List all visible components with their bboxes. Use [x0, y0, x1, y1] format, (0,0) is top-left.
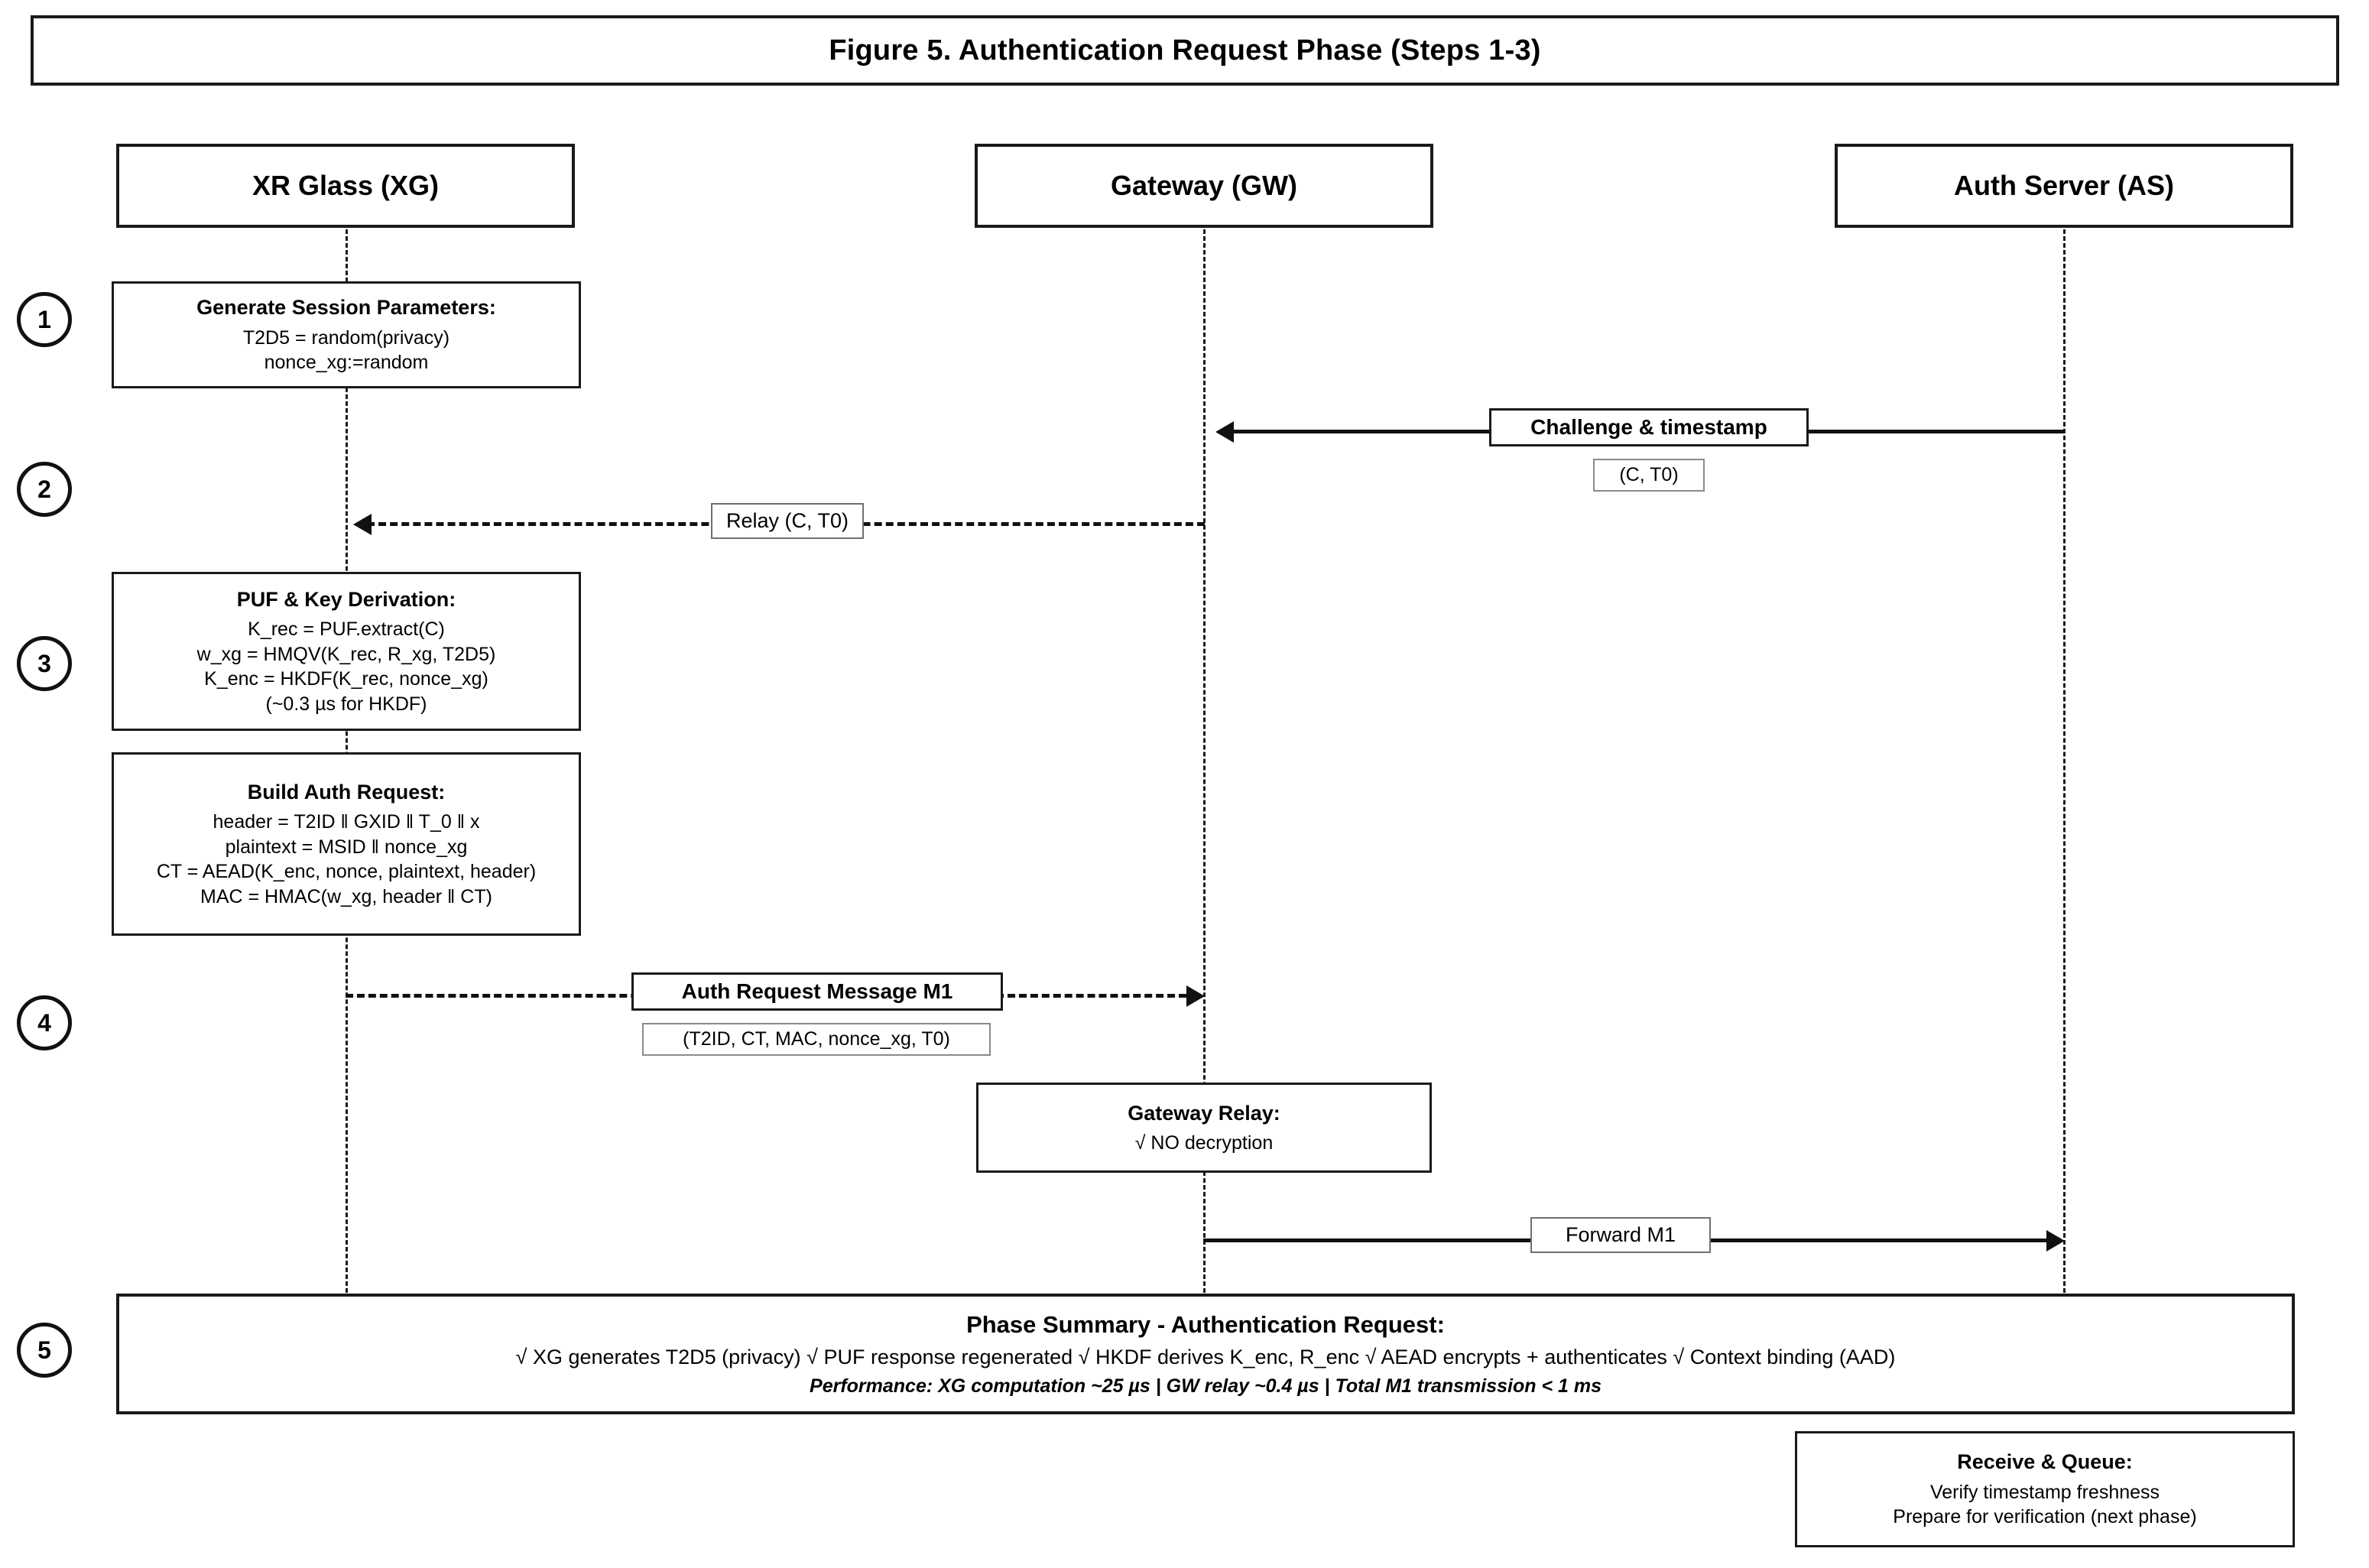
step-circle-3: 3: [17, 636, 72, 691]
step-number-4: 4: [37, 1008, 51, 1037]
step-circle-5: 5: [17, 1323, 72, 1378]
figure-title: Figure 5. Authentication Request Phase (…: [829, 34, 1541, 67]
message-label-forward-m1[interactable]: Forward M1: [1530, 1217, 1711, 1253]
note-header-generate-session: Generate Session Parameters:: [196, 296, 496, 320]
arrowhead-relay: [353, 514, 372, 535]
actor-header-auth-server[interactable]: Auth Server (AS): [1835, 144, 2293, 228]
note-puf-key-derivation: PUF & Key Derivation: K_rec = PUF.extrac…: [112, 572, 581, 731]
note-line-puf-3: K_enc = HKDF(K_rec, nonce_xg): [204, 668, 488, 690]
figure-title-bar: Figure 5. Authentication Request Phase (…: [31, 15, 2339, 86]
step-number-3: 3: [37, 649, 51, 677]
actor-header-xr-glass[interactable]: XR Glass (XG): [116, 144, 575, 228]
note-header-receive-queue: Receive & Queue:: [1957, 1450, 2133, 1474]
note-generate-session-parameters: Generate Session Parameters: T2D5 = rand…: [112, 281, 581, 388]
phase-summary-checks: √ XG generates T2D5 (privacy) √ PUF resp…: [515, 1345, 1896, 1368]
message-label-relay[interactable]: Relay (C, T0): [711, 503, 864, 539]
note-header-gateway-relay: Gateway Relay:: [1128, 1101, 1280, 1125]
note-line-generate-session-2: nonce_xg:=random: [264, 352, 429, 374]
note-line-puf-4: (~0.3 µs for HKDF): [265, 693, 427, 715]
note-line-receive-queue-2: Prepare for verification (next phase): [1893, 1506, 2197, 1528]
note-line-build-1: header = T2ID ‖ GXID ‖ T_0 ‖ x: [213, 811, 480, 833]
note-line-build-3: CT = AEAD(K_enc, nonce, plaintext, heade…: [156, 861, 537, 883]
note-line-puf-2: w_xg = HMQV(K_rec, R_xg, T2D5): [196, 643, 496, 665]
note-line-receive-queue-1: Verify timestamp freshness: [1929, 1481, 2160, 1503]
arrowhead-challenge: [1215, 421, 1234, 443]
note-build-auth-request: Build Auth Request: header = T2ID ‖ GXID…: [112, 752, 581, 936]
phase-summary-box: Phase Summary - Authentication Request: …: [116, 1294, 2295, 1414]
actor-label-auth-server: Auth Server (AS): [1953, 170, 2175, 201]
arrowhead-forward-m1: [2046, 1230, 2065, 1251]
note-gateway-relay: Gateway Relay: √ NO decryption: [976, 1083, 1432, 1173]
step-circle-4: 4: [17, 995, 72, 1050]
note-receive-and-queue: Receive & Queue: Verify timestamp freshn…: [1795, 1431, 2295, 1547]
phase-summary-header: Phase Summary - Authentication Request:: [966, 1310, 1445, 1338]
note-header-build-auth-request: Build Auth Request:: [247, 780, 446, 803]
step-circle-2: 2: [17, 462, 72, 517]
phase-summary-performance: Performance: XG computation ~25 µs | GW …: [810, 1375, 1602, 1397]
note-line-gateway-relay-1: √ NO decryption: [1134, 1131, 1274, 1154]
step-number-1: 1: [37, 305, 51, 333]
step-number-2: 2: [37, 475, 51, 503]
lifeline-auth-server: [2063, 229, 2066, 1300]
actor-header-gateway[interactable]: Gateway (GW): [975, 144, 1433, 228]
actor-label-xr-glass: XR Glass (XG): [252, 170, 440, 201]
step-circle-1: 1: [17, 292, 72, 347]
note-line-generate-session-1: T2D5 = random(privacy): [242, 326, 450, 349]
message-payload-challenge: (C, T0): [1593, 459, 1705, 492]
lifeline-gateway: [1203, 229, 1206, 1300]
arrowhead-auth-request-m1: [1186, 985, 1205, 1007]
actor-label-gateway: Gateway (GW): [1110, 170, 1298, 201]
note-line-build-2: plaintext = MSID ‖ nonce_xg: [225, 836, 468, 858]
note-line-build-4: MAC = HMAC(w_xg, header ‖ CT): [200, 885, 492, 907]
message-payload-auth-request-m1: (T2ID, CT, MAC, nonce_xg, T0): [642, 1023, 991, 1056]
note-header-puf-key-derivation: PUF & Key Derivation:: [236, 587, 456, 611]
note-line-puf-1: K_rec = PUF.extract(C): [248, 618, 445, 641]
message-label-challenge[interactable]: Challenge & timestamp: [1489, 408, 1809, 446]
message-label-auth-request-m1[interactable]: Auth Request Message M1: [631, 972, 1003, 1011]
step-number-5: 5: [37, 1336, 51, 1364]
